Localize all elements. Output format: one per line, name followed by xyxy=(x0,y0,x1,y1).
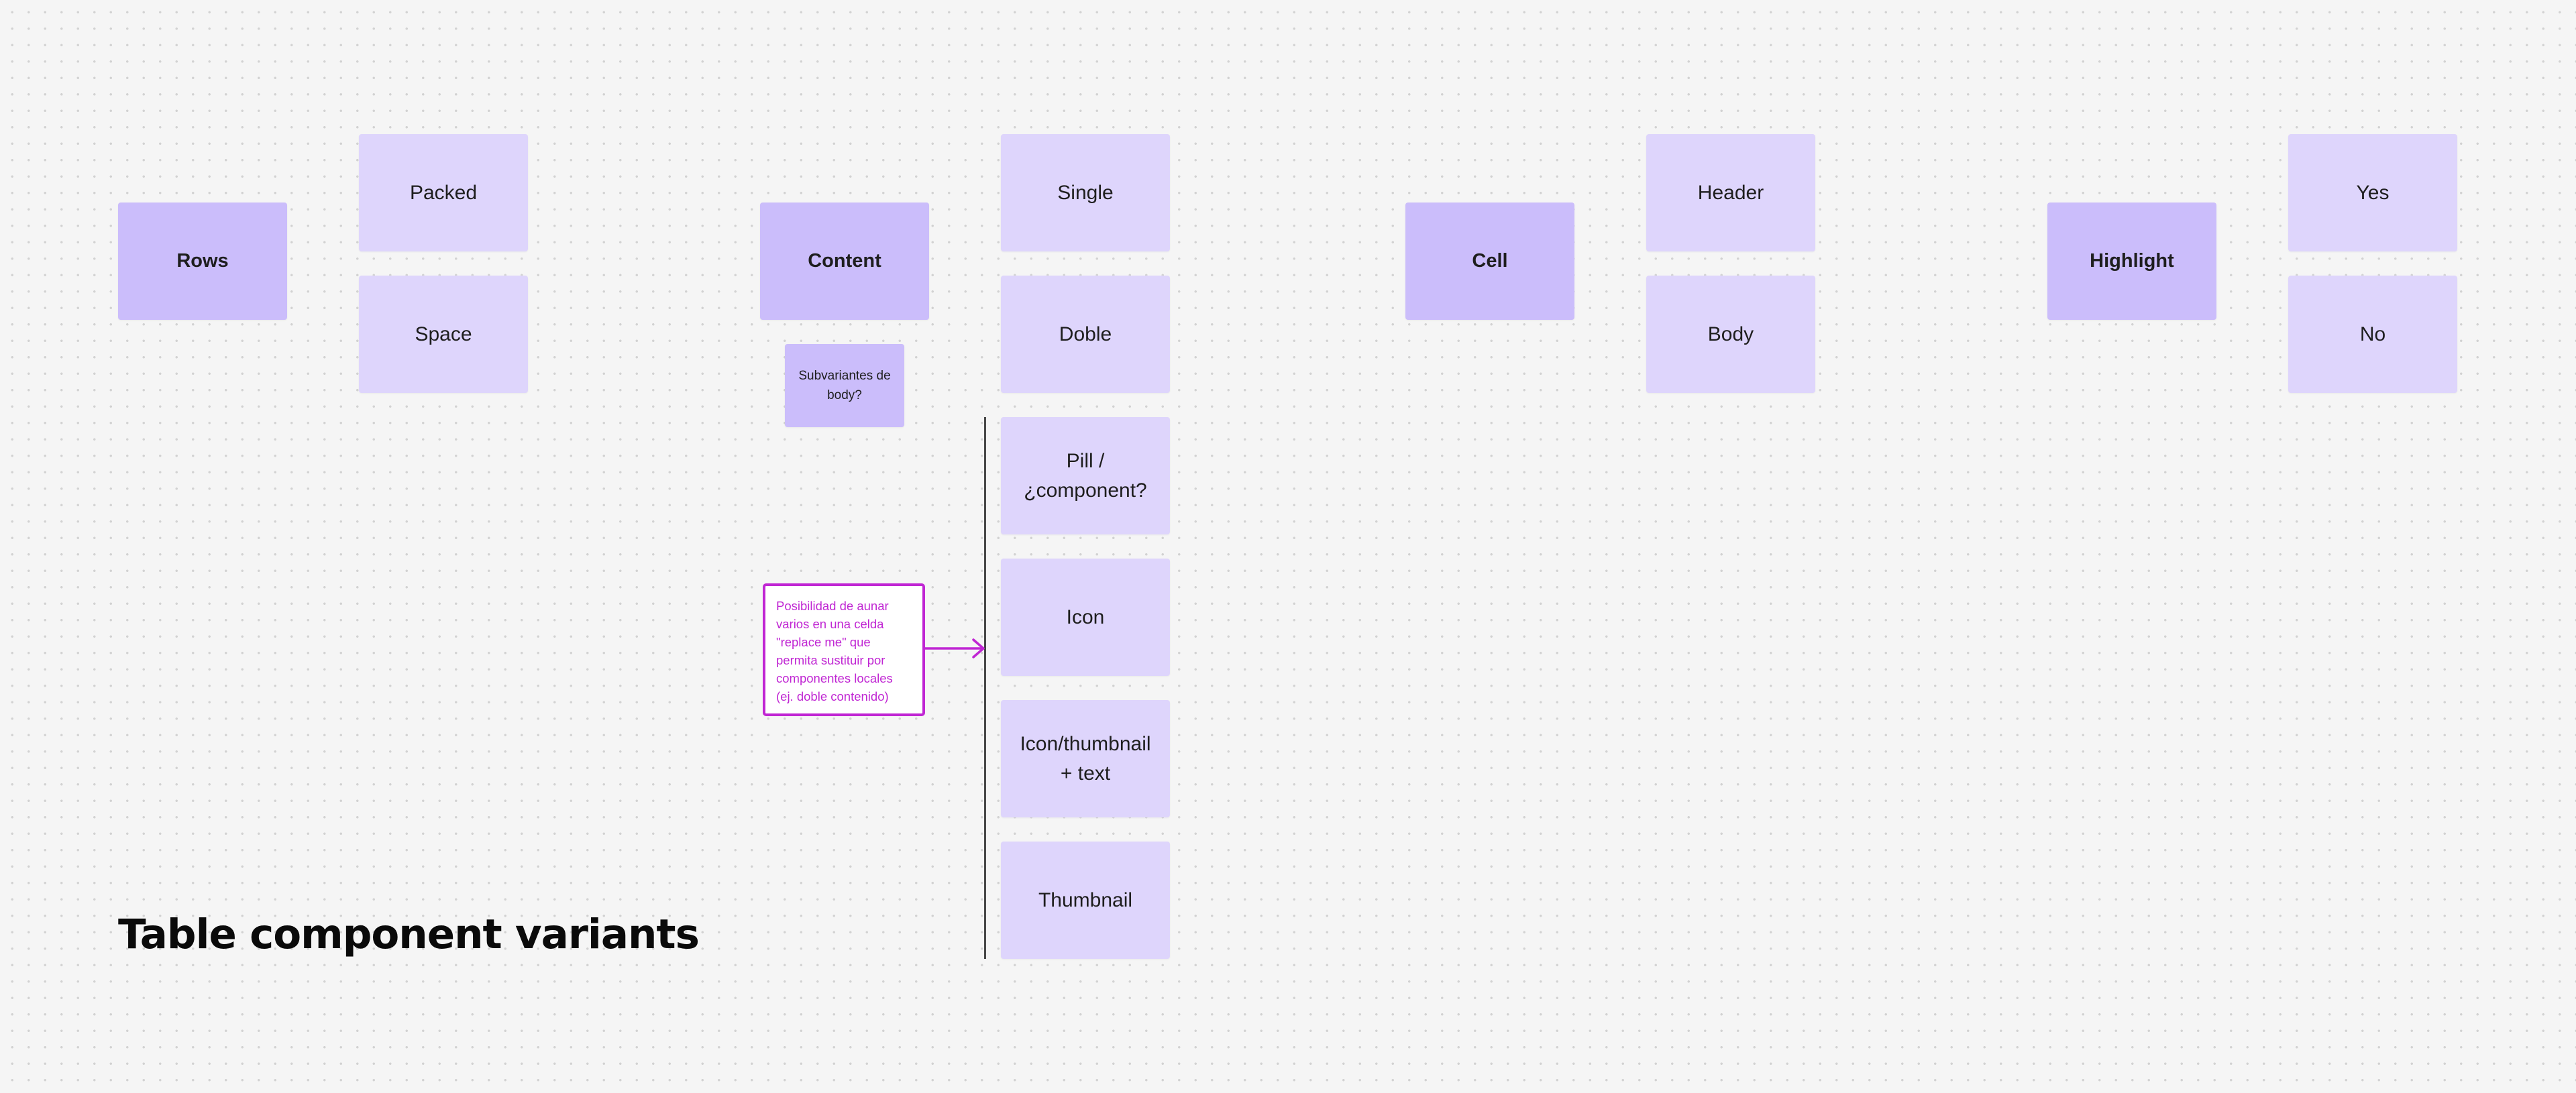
category-sticky-highlight[interactable]: Highlight xyxy=(2047,203,2216,320)
board-title[interactable]: Table component variants xyxy=(118,911,700,958)
category-label: Cell xyxy=(1472,250,1508,272)
option-sticky-yes[interactable]: Yes xyxy=(2288,134,2457,251)
option-label: No xyxy=(2359,323,2386,345)
option-label: Packed xyxy=(409,181,478,204)
option-label: Yes xyxy=(2356,181,2390,204)
option-sticky-body[interactable]: Body xyxy=(1646,276,1815,393)
option-label: Space xyxy=(415,323,472,345)
option-label: Doble xyxy=(1059,323,1112,345)
category-label: Content xyxy=(808,250,881,272)
category-sticky-content[interactable]: Content xyxy=(760,203,929,320)
option-sticky-header[interactable]: Header xyxy=(1646,134,1815,251)
arrow-right-icon[interactable] xyxy=(925,638,987,662)
option-label: Icon xyxy=(1066,606,1105,628)
category-label: Rows xyxy=(176,250,229,272)
option-sticky-thumbnail[interactable]: Thumbnail xyxy=(1001,842,1170,959)
category-label: Highlight xyxy=(2090,250,2174,272)
category-sticky-cell[interactable]: Cell xyxy=(1405,203,1574,320)
option-sticky-icon-thumbnail-text[interactable]: Icon/thumbnail + text xyxy=(1001,700,1170,817)
option-label: Body xyxy=(1707,323,1754,345)
callout-text: Posibilidad de aunar varios en una celda… xyxy=(776,599,893,703)
option-label: Header xyxy=(1697,181,1764,204)
option-sticky-doble[interactable]: Doble xyxy=(1001,276,1170,393)
subvariants-label: Subvariantes de body? xyxy=(798,369,891,402)
option-sticky-space[interactable]: Space xyxy=(359,276,528,393)
callout-note[interactable]: Posibilidad de aunar varios en una celda… xyxy=(763,583,925,716)
option-sticky-no[interactable]: No xyxy=(2288,276,2457,393)
option-sticky-pill[interactable]: Pill / ¿component? xyxy=(1001,417,1170,534)
option-label: Pill / ¿component? xyxy=(1024,449,1147,502)
option-sticky-icon[interactable]: Icon xyxy=(1001,559,1170,676)
option-sticky-single[interactable]: Single xyxy=(1001,134,1170,251)
option-sticky-packed[interactable]: Packed xyxy=(359,134,528,251)
option-label: Single xyxy=(1057,181,1114,204)
option-label: Thumbnail xyxy=(1038,888,1133,911)
subvariants-sticky[interactable]: Subvariantes de body? xyxy=(785,344,904,427)
category-sticky-rows[interactable]: Rows xyxy=(118,203,287,320)
grouping-line[interactable] xyxy=(984,417,986,959)
option-label: Icon/thumbnail + text xyxy=(1020,732,1151,785)
